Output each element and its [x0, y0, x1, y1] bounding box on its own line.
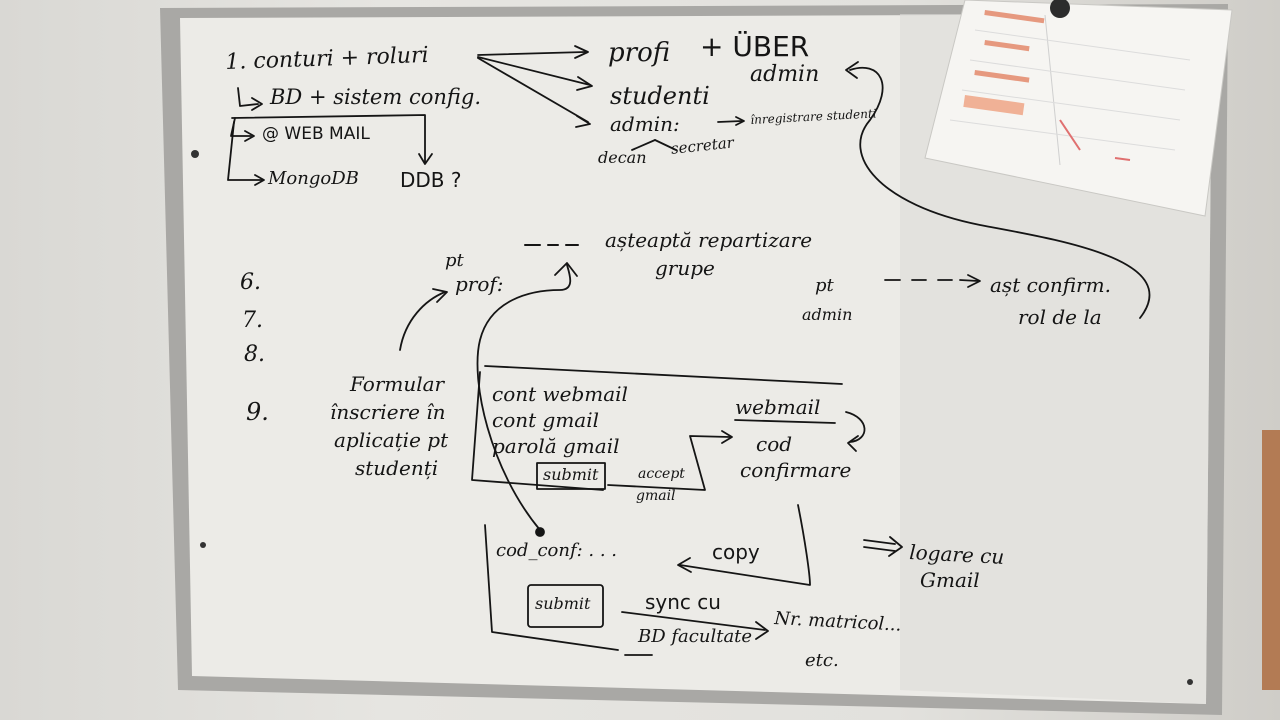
decan-text: decan	[598, 148, 647, 167]
submit-label: submit	[543, 465, 599, 484]
inscriere-text: înscriere în	[330, 400, 446, 424]
copy-text: copy	[712, 540, 760, 564]
studenti-form-text: studenți	[355, 456, 439, 480]
edge-object	[1262, 430, 1280, 690]
num-6: 6.	[240, 270, 261, 295]
accept-text: accept	[638, 466, 685, 482]
confirmare-text: confirmare	[740, 458, 852, 482]
magnet-dot	[200, 542, 206, 548]
uber-text: + ÜBER	[700, 30, 810, 63]
asteapta-text: așteaptă repartizare	[605, 228, 813, 252]
num-8: 8.	[244, 342, 265, 367]
prof-text: prof:	[455, 272, 504, 296]
marker-strokes	[227, 45, 1151, 656]
aplicatie-text: aplicație pt	[334, 428, 449, 452]
pt-text: pt	[445, 250, 464, 271]
ast-confirm-text: așt confirm.	[990, 273, 1111, 297]
pt-admin-pt: pt	[815, 275, 834, 296]
magnet-dot	[1187, 679, 1193, 685]
gmail-small-text: gmail	[636, 488, 676, 504]
profi-text: profi	[608, 38, 671, 68]
bd-config-text: BD + sistem config.	[270, 85, 481, 109]
cod-text: cod	[756, 432, 793, 456]
magnet	[1050, 0, 1070, 18]
num-7: 7.	[242, 308, 263, 333]
mongodb-text: MongoDB	[268, 168, 359, 189]
formular-text: Formular	[350, 372, 445, 396]
etc-text: etc.	[805, 650, 839, 671]
pinned-paper	[924, 0, 1233, 217]
studenti-text: studenti	[610, 82, 710, 110]
parola-gmail-field: parolă gmail	[492, 434, 620, 458]
uber-admin-text: admin	[750, 62, 820, 87]
grupe-text: grupe	[655, 256, 715, 280]
webmail-text: @ WEB MAIL	[262, 124, 370, 144]
cod-conf-text: cod_conf: . . .	[496, 540, 618, 561]
bd-facultate-text: BD facultate	[638, 626, 753, 647]
logare-text: logare cu	[908, 540, 1005, 569]
pt-admin-admin: admin	[802, 305, 853, 324]
rol-de-la-text: rol de la	[1018, 305, 1102, 329]
ddb-text: DDB ?	[400, 168, 462, 192]
webmail-right-text: webmail	[735, 395, 821, 419]
gmail-text: Gmail	[920, 568, 980, 592]
sync-text: sync cu	[645, 590, 721, 614]
cont-gmail-field: cont gmail	[492, 408, 600, 432]
cont-webmail-field: cont webmail	[492, 382, 628, 406]
submit2-label: submit	[535, 594, 591, 613]
magnet-dot	[191, 150, 199, 158]
num-9: 9.	[246, 398, 269, 426]
admin-colon-text: admin:	[610, 112, 680, 136]
